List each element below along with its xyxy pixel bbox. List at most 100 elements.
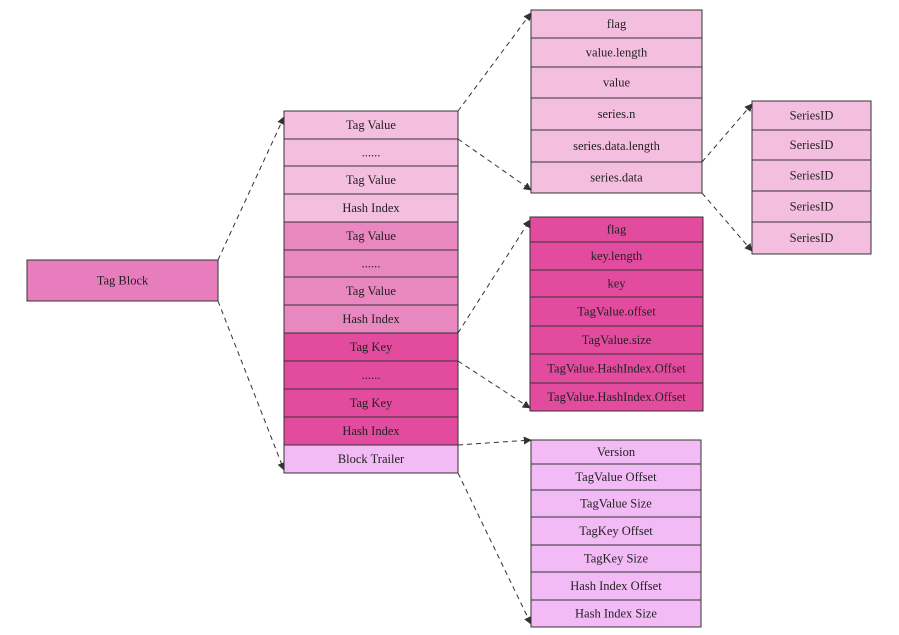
main-stack-row-9-label: Tag Key (350, 340, 393, 354)
main-stack-row-3-box (283, 165, 459, 195)
trailer-field-5-label: TagKey Size (584, 552, 648, 566)
trailer-field-2: TagValue Offset (530, 463, 702, 491)
tag-key-field-3-box (529, 269, 704, 298)
main-stack-row-12-label: Hash Index (342, 424, 400, 438)
trailer-field-1: Version (530, 439, 702, 465)
tag-key-field-2-label: key.length (591, 249, 643, 263)
edge-tagblock-to-trailer (217, 300, 286, 471)
trailer-field-5: TagKey Size (530, 544, 702, 573)
tag-key-field-1-label: flag (607, 223, 627, 237)
tag-key-field-1-box (529, 216, 704, 243)
main-stack-row-6: ...... (283, 249, 459, 278)
tag-value-field-6: series.data (530, 161, 703, 194)
series-id-row-3: SeriesID (751, 159, 872, 192)
edge-mainstack-to-keyfields-bottom (457, 360, 531, 409)
tag-value-field-2: value.length (530, 37, 703, 68)
main-stack-row-4: Hash Index (283, 193, 459, 223)
series-id-row-2-box (751, 129, 872, 161)
tag-key-field-6: TagValue.HashIndex.Offset (529, 353, 704, 384)
trailer-field-1-label: Version (597, 445, 636, 459)
tag-block-node-box (26, 259, 219, 302)
trailer-field-7: Hash Index Size (530, 599, 702, 628)
tag-key-field-7: TagValue.HashIndex.Offset (529, 382, 704, 412)
trailer-field-1-box (530, 439, 702, 465)
edge-trailer-to-trailerfields-top (457, 436, 532, 446)
main-stack-row-5: Tag Value (283, 221, 459, 251)
tag-value-field-1: flag (530, 9, 703, 39)
tag-key-field-7-box (529, 382, 704, 412)
edge-mainstack-to-valuefields-bottom (457, 138, 532, 191)
main-stack-row-1: Tag Value (283, 110, 459, 140)
series-id-row-4-label: SeriesID (790, 200, 834, 214)
main-stack-row-13-box (283, 444, 459, 474)
main-stack-row-10: ...... (283, 360, 459, 390)
tag-key-field-4-label: TagValue.offset (577, 305, 656, 319)
tag-value-field-3-label: value (603, 76, 631, 90)
main-stack-row-1-box (283, 110, 459, 140)
main-stack-row-8-label: Hash Index (342, 312, 400, 326)
connector-layer (217, 12, 753, 625)
tag-value-field-2-label: value.length (586, 46, 648, 60)
tag-key-field-1: flag (529, 216, 704, 243)
tag-key-field-5-label: TagValue.size (582, 333, 652, 347)
edge-trailer-to-trailerfields-bottom (457, 472, 532, 625)
tag-key-field-7-label: TagValue.HashIndex.Offset (547, 390, 686, 404)
series-id-row-2-label: SeriesID (790, 138, 834, 152)
main-stack-row-2-box (283, 138, 459, 167)
tag-key-field-6-label: TagValue.HashIndex.Offset (547, 362, 686, 376)
edge-seriesdata-to-seriesid-bottom (701, 192, 753, 252)
tag-value-field-5: series.data.length (530, 129, 703, 163)
series-id-row-3-label: SeriesID (790, 169, 834, 183)
tag-value-field-2-box (530, 37, 703, 68)
tag-value-field-3-box (530, 66, 703, 99)
main-stack-row-9: Tag Key (283, 332, 459, 362)
trailer-field-3-box (530, 489, 702, 518)
tag-key-field-4-box (529, 296, 704, 327)
edge-seriesdata-to-seriesid-top (701, 103, 753, 163)
main-stack-row-7-label: Tag Value (346, 284, 396, 298)
main-stack-row-11: Tag Key (283, 388, 459, 418)
main-stack-row-3: Tag Value (283, 165, 459, 195)
trailer-field-6-label: Hash Index Offset (570, 579, 662, 593)
tag-value-field-1-box (530, 9, 703, 39)
tag-value-field-6-label: series.data (590, 171, 643, 185)
tag-value-field-6-box (530, 161, 703, 194)
tag-value-field-1-label: flag (607, 17, 627, 31)
trailer-field-7-box (530, 599, 702, 628)
trailer-field-6: Hash Index Offset (530, 571, 702, 601)
main-stack-row-11-box (283, 388, 459, 418)
main-stack-row-12: Hash Index (283, 416, 459, 446)
trailer-field-3-label: TagValue Size (580, 497, 652, 511)
main-stack-row-12-box (283, 416, 459, 446)
main-stack-row-1-label: Tag Value (346, 118, 396, 132)
tag-value-field-5-label: series.data.length (573, 139, 661, 153)
series-id-row-4: SeriesID (751, 190, 872, 223)
trailer-field-7-label: Hash Index Size (575, 607, 657, 621)
tag-key-field-3: key (529, 269, 704, 298)
main-stack-row-7: Tag Value (283, 276, 459, 306)
tag-block-node: Tag Block (26, 259, 219, 302)
main-stack-row-10-label: ...... (362, 368, 381, 382)
series-id-row-1-label: SeriesID (790, 109, 834, 123)
tag-value-field-4-label: series.n (598, 107, 637, 121)
main-stack-row-3-label: Tag Value (346, 173, 396, 187)
main-stack-row-4-box (283, 193, 459, 223)
tag-value-field-5-box (530, 129, 703, 163)
tag-key-field-3-label: key (607, 277, 626, 291)
series-id-row-2: SeriesID (751, 129, 872, 161)
main-stack-row-2: ...... (283, 138, 459, 167)
main-stack-row-5-box (283, 221, 459, 251)
trailer-field-4-box (530, 516, 702, 546)
edge-tagblock-to-tagvalue (217, 116, 285, 261)
main-stack-row-13-label: Block Trailer (338, 452, 405, 466)
main-stack-row-2-label: ...... (362, 146, 381, 160)
series-id-row-1: SeriesID (751, 100, 872, 131)
series-id-row-5-label: SeriesID (790, 231, 834, 245)
trailer-field-2-label: TagValue Offset (575, 470, 657, 484)
main-stack-row-9-box (283, 332, 459, 362)
series-id-row-4-box (751, 190, 872, 223)
main-stack-row-8: Hash Index (283, 304, 459, 334)
